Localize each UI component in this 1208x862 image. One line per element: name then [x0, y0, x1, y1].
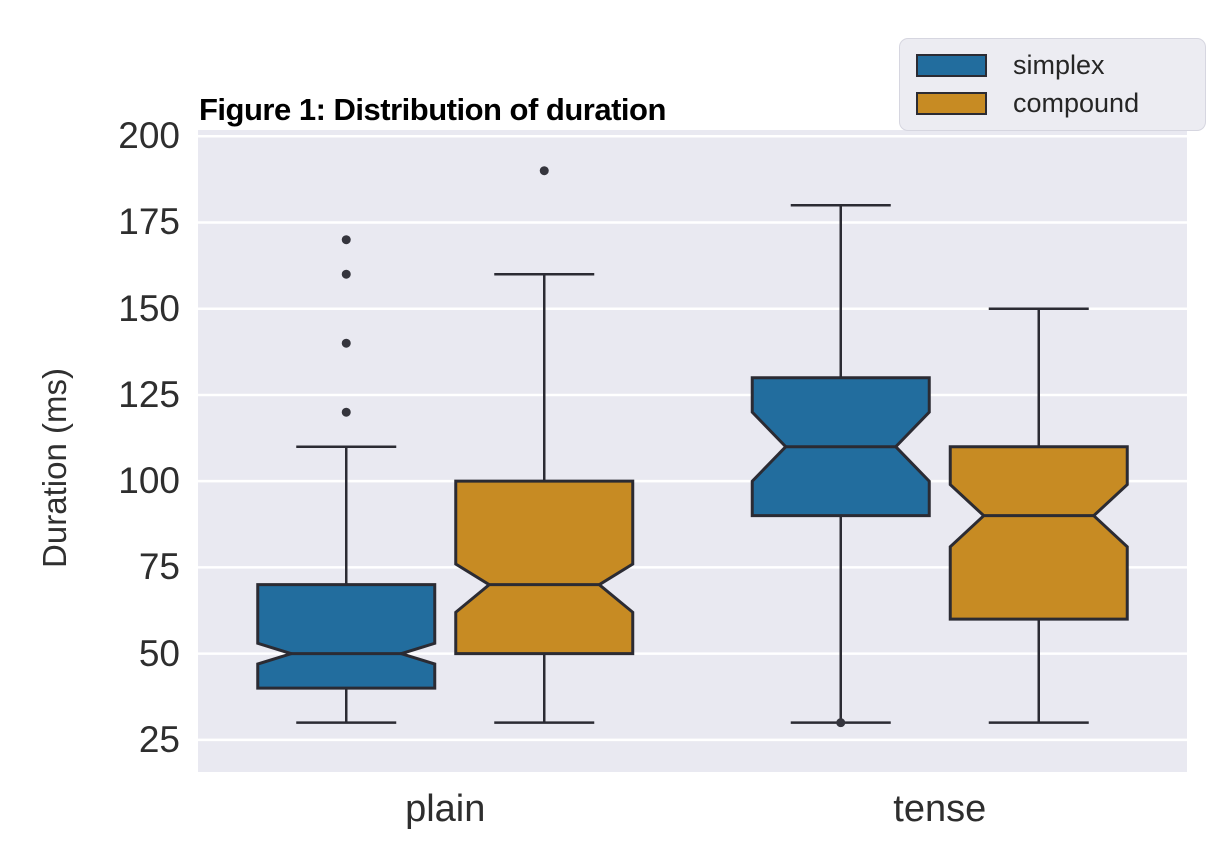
- boxplot-canvas: [198, 130, 1187, 772]
- y-tick-150: 150: [118, 287, 180, 329]
- y-tick-25: 25: [138, 718, 180, 760]
- chart-title: Figure 1: Distribution of duration: [199, 92, 666, 127]
- legend: simplex compound: [899, 38, 1206, 131]
- legend-row-simplex: simplex: [914, 50, 1191, 81]
- compound-plain-outlier-190: [539, 166, 549, 176]
- y-tick-175: 175: [118, 201, 180, 243]
- simplex-plain-outlier-170: [341, 235, 351, 245]
- simplex-plain-box: [256, 583, 437, 690]
- legend-swatch-compound: [916, 92, 987, 115]
- simplex-plain-outlier-120: [341, 407, 351, 417]
- legend-swatch-simplex: [916, 54, 987, 77]
- x-tick-tense: tense: [893, 788, 987, 830]
- y-tick-100: 100: [118, 460, 180, 502]
- y-tick-200: 200: [118, 115, 180, 157]
- y-tick-75: 75: [138, 546, 180, 588]
- legend-row-compound: compound: [914, 88, 1191, 119]
- y-tick-125: 125: [118, 373, 180, 415]
- legend-label-simplex: simplex: [1013, 50, 1105, 80]
- compound-plain-box: [454, 479, 635, 656]
- simplex-plain-outlier-160: [341, 269, 351, 279]
- compound-tense-box: [948, 445, 1129, 621]
- x-tick-plain: plain: [405, 788, 486, 830]
- simplex-plain-outlier-140: [341, 338, 351, 348]
- simplex-tense-outlier-30: [836, 718, 846, 728]
- y-tick-50: 50: [138, 632, 180, 674]
- plot-area: [198, 130, 1187, 777]
- legend-label-compound: compound: [1013, 88, 1140, 118]
